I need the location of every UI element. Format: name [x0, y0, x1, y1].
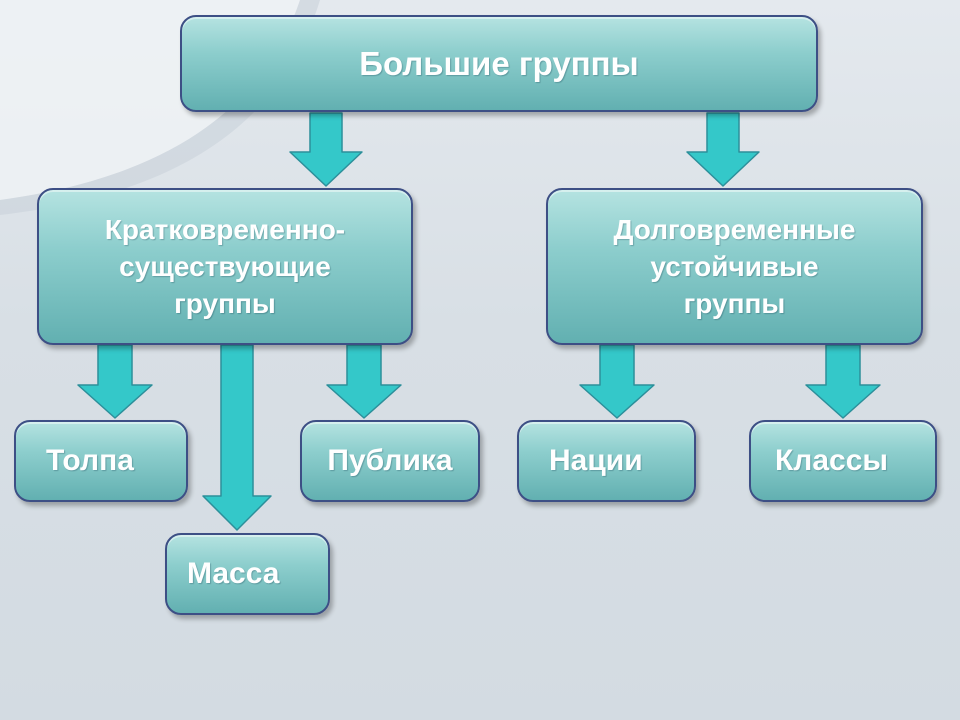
leaf-box-klassy: Классы: [749, 420, 937, 502]
branch-box-long-term: Долговременные устойчивые группы: [546, 188, 923, 345]
arrow-root-to-long-term: [686, 112, 760, 187]
leaf-label-massa: Масса: [187, 557, 280, 590]
leaf-label-publika: Публика: [327, 444, 453, 477]
arrow-root-to-short-term: [289, 112, 363, 187]
leaf-box-tolpa: Толпа: [14, 420, 188, 502]
root-box-large-groups: Большие группы: [180, 15, 818, 112]
leaf-label-tolpa: Толпа: [46, 444, 134, 477]
leaf-label-klassy: Классы: [775, 444, 889, 477]
branch-label-long-term: Долговременные устойчивые группы: [613, 213, 856, 320]
root-label: Большие группы: [359, 44, 639, 82]
leaf-label-natsii: Нации: [549, 444, 643, 477]
arrow-long-term-to-natsii: [579, 344, 655, 419]
arrow-long-term-to-klassy: [805, 344, 881, 419]
branch-box-short-term: Кратковременно- существующие группы: [37, 188, 413, 345]
arrow-short-term-to-publika: [326, 344, 402, 419]
leaf-box-publika: Публика: [300, 420, 480, 502]
leaf-box-massa: Масса: [165, 533, 330, 615]
leaf-box-natsii: Нации: [517, 420, 696, 502]
arrow-short-term-to-tolpa: [77, 344, 153, 419]
branch-label-short-term: Кратковременно- существующие группы: [104, 213, 346, 320]
arrow-short-term-to-massa: [202, 344, 272, 531]
